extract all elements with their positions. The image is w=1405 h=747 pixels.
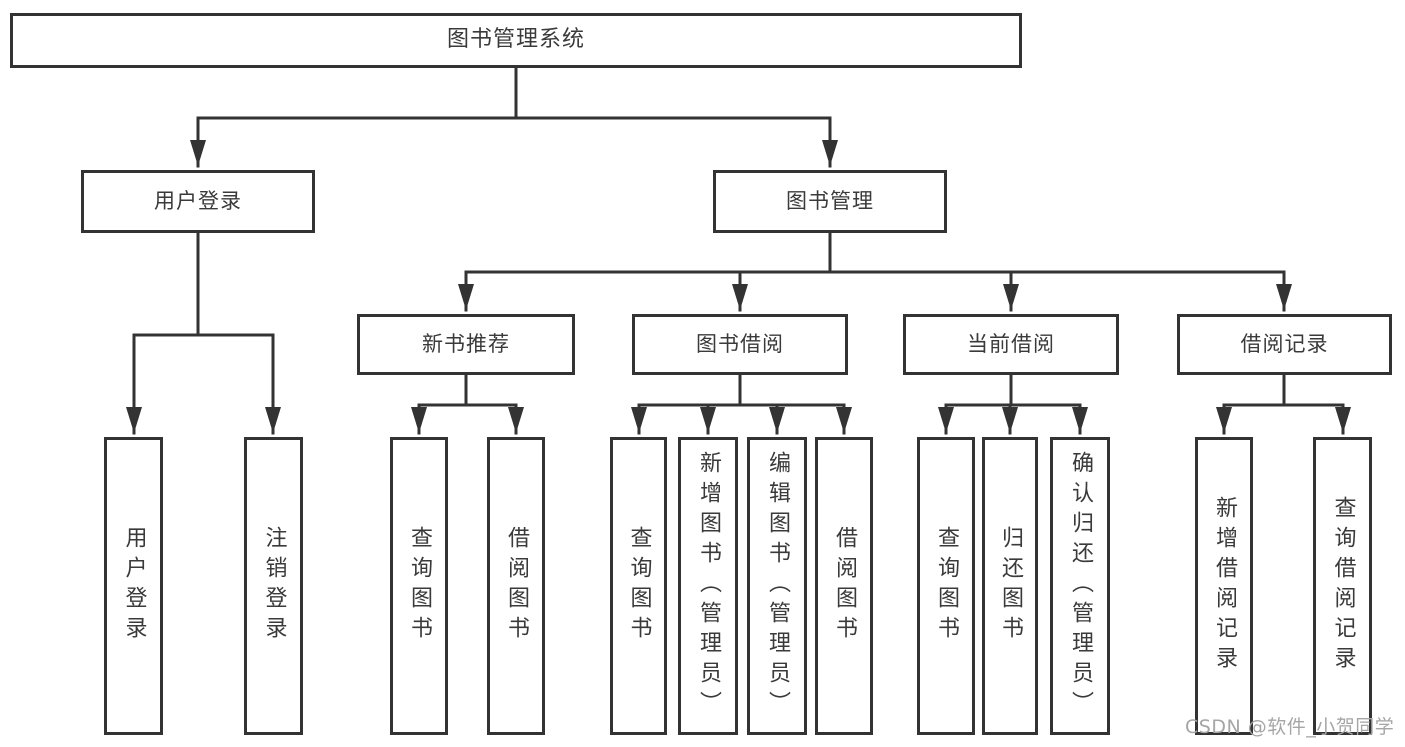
- leaf-add-books-admin: 新增图书（管理员）: [678, 437, 738, 735]
- node-new-book-recommend: 新书推荐: [357, 314, 575, 375]
- leaf-edit-books-admin: 编辑图书（管理员）: [747, 437, 807, 735]
- leaf-return-books: 归还图书: [982, 437, 1038, 735]
- node-book-borrow: 图书借阅: [632, 314, 848, 375]
- leaf-confirm-return-admin: 确认归还（管理员）: [1050, 437, 1110, 735]
- leaf-logout: 注销登录: [244, 437, 303, 735]
- node-library-management-system: 图书管理系统: [10, 13, 1022, 68]
- leaf-borrow-books-recommend: 借阅图书: [487, 437, 545, 735]
- node-borrow-records: 借阅记录: [1177, 314, 1392, 375]
- leaf-user-login: 用户登录: [104, 437, 163, 735]
- csdn-watermark: CSDN @软件_小贺同学: [1185, 716, 1395, 738]
- leaf-add-borrow-record: 新增借阅记录: [1195, 437, 1253, 735]
- leaf-borrow-books: 借阅图书: [815, 437, 873, 735]
- node-book-management: 图书管理: [713, 170, 947, 233]
- leaf-query-books-borrow: 查询图书: [610, 437, 667, 735]
- leaf-query-borrow-record: 查询借阅记录: [1313, 437, 1372, 735]
- node-user-login: 用户登录: [81, 170, 315, 233]
- leaf-query-books-current: 查询图书: [917, 437, 975, 735]
- leaf-query-books-recommend: 查询图书: [390, 437, 448, 735]
- node-current-borrow: 当前借阅: [903, 314, 1119, 375]
